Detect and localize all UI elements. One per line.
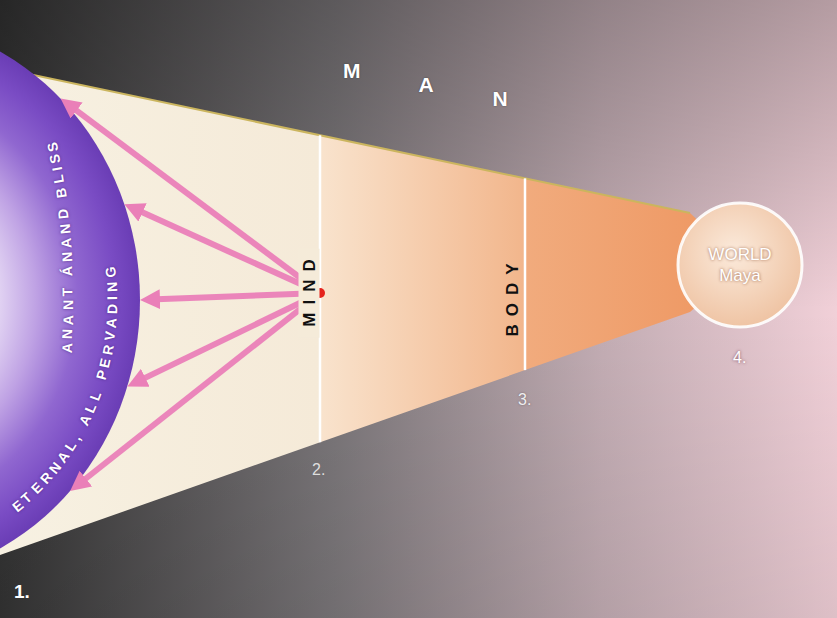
letter: L <box>87 389 103 402</box>
letter: E <box>97 356 113 368</box>
letter: T <box>61 288 75 297</box>
letter: A <box>104 317 119 328</box>
letter: L <box>62 438 78 453</box>
man-cone-fill <box>0 68 745 555</box>
letter: R <box>100 343 116 355</box>
callout-number: 3. <box>518 392 531 408</box>
mind-band: MIND <box>298 245 321 342</box>
callout-number: 2. <box>312 462 325 478</box>
letter: A <box>419 74 434 95</box>
letter: Á <box>60 265 74 276</box>
letter: M <box>343 60 361 81</box>
letter: D <box>56 209 71 221</box>
letter <box>61 279 75 283</box>
letter: E <box>28 480 45 497</box>
letter: L <box>82 401 98 414</box>
cone-title: M A N <box>341 59 512 110</box>
body-band: BODY <box>501 249 524 352</box>
letter: G <box>103 266 118 278</box>
divider-line <box>524 178 527 370</box>
callout-number: 4. <box>733 350 746 366</box>
letter: N <box>61 300 75 310</box>
letter <box>91 382 106 390</box>
world-circle: WORLDMaya <box>676 201 804 329</box>
letter: A <box>76 412 93 427</box>
letter: A <box>59 342 74 353</box>
letter: D <box>105 304 119 315</box>
letter: A <box>59 237 74 248</box>
arc-text: ANANT ÁNAND BLISS <box>44 139 76 356</box>
letter: N <box>60 251 75 262</box>
world-label: WORLD <box>708 244 771 265</box>
letter: S <box>47 153 63 165</box>
letter: , <box>69 431 83 441</box>
bliss-sphere: ETERNAL, ALL PERVADINGANANT ÁNAND BLISS <box>0 20 140 580</box>
band-label: MIND <box>299 248 320 337</box>
letter: L <box>51 174 66 185</box>
letter: I <box>50 166 64 172</box>
letter: N <box>60 328 74 339</box>
letter: N <box>493 88 508 109</box>
band-label: BODY <box>502 252 523 347</box>
letter: N <box>58 223 73 234</box>
letter: V <box>102 331 117 342</box>
letter: A <box>61 314 75 324</box>
cone-edge <box>0 68 690 213</box>
letter: S <box>45 140 61 152</box>
letter: B <box>53 187 68 199</box>
world-circle-outline <box>676 201 804 329</box>
letter: I <box>105 296 119 300</box>
world-label: Maya <box>719 265 761 286</box>
callout-number: 1. <box>14 582 30 601</box>
letter: P <box>94 369 110 382</box>
letter: N <box>105 281 119 292</box>
letter <box>55 201 69 207</box>
world-circle-fill <box>678 203 802 327</box>
